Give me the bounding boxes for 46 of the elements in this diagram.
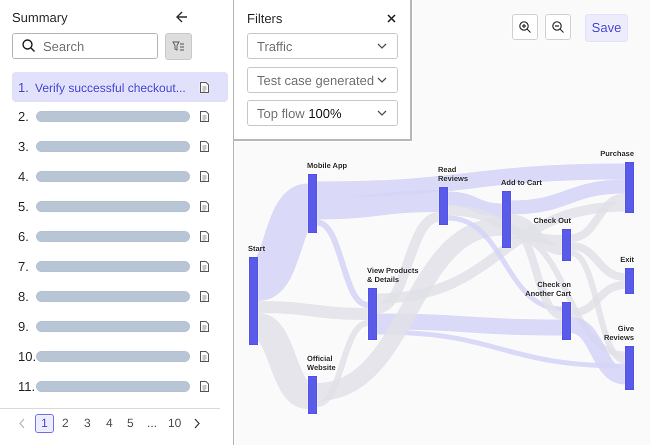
search-field: Search [12, 33, 158, 59]
row-number: 9. [18, 319, 29, 334]
flow-band [316, 320, 369, 407]
save-button: Save [585, 14, 628, 42]
dropdown-field: Test case generated [247, 66, 398, 92]
flow-band [258, 301, 368, 320]
flow-band [316, 164, 626, 198]
flow-band [376, 202, 626, 304]
row-number: 6. [18, 229, 29, 244]
row-number: 7. [18, 259, 29, 274]
flow-band [570, 281, 626, 317]
flow-band [448, 216, 562, 312]
flow-band [316, 190, 440, 220]
dropdown-field: Traffic [247, 33, 398, 59]
flow-band [570, 242, 626, 281]
flow-band [376, 314, 562, 336]
current-page-button: 1 [35, 414, 54, 433]
panel-title: Filters [247, 11, 282, 26]
flow-band [316, 218, 504, 401]
panel-title: Summary [12, 10, 68, 25]
page-link: 2 [62, 416, 69, 431]
flow-band [570, 250, 626, 364]
flow-band [316, 220, 369, 308]
row-number: 4. [18, 169, 29, 184]
row-number: 3. [18, 139, 29, 154]
row-number: 2. [18, 109, 29, 124]
test-case-title: Verify successful checkout... [35, 81, 186, 95]
flow-band [510, 180, 626, 214]
flow-band [510, 214, 562, 255]
page-link: 3 [84, 416, 91, 431]
flow-band [376, 212, 440, 314]
row-number: 1. [18, 80, 29, 95]
row-number: 8. [18, 289, 29, 304]
flow-band [448, 206, 562, 245]
row-number: 10. [18, 349, 36, 364]
page-link: 10 [168, 416, 182, 431]
flow-band [570, 317, 626, 384]
row-number: 5. [18, 199, 29, 214]
row-number: 11. [18, 379, 36, 394]
page-link: ... [147, 416, 158, 431]
flow-band [570, 194, 626, 242]
flow-band [376, 330, 626, 368]
page-link: 4 [106, 416, 113, 431]
flow-band [448, 192, 502, 218]
page-link: 5 [127, 416, 134, 431]
dropdown-field: Top flow 100% [247, 100, 398, 126]
